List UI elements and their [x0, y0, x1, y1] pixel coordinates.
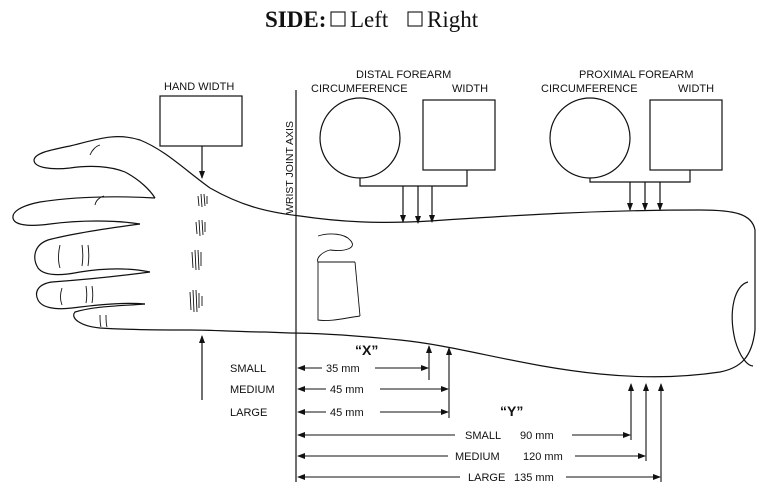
proximal-circumference-circle	[549, 97, 631, 179]
distal-circumference-label: CIRCUMFERENCE	[311, 83, 408, 95]
y-label: “Y”	[500, 403, 523, 419]
y-large-size: LARGE	[468, 472, 505, 484]
right-option-label: Right	[427, 7, 479, 32]
left-option-label: Left	[350, 7, 389, 32]
y-medium-size: MEDIUM	[455, 451, 500, 463]
right-checkbox[interactable]	[407, 11, 423, 27]
proximal-forearm-group: PROXIMAL FOREARM CIRCUMFERENCE WIDTH	[541, 69, 723, 211]
hand-width-box	[159, 95, 243, 147]
y-large-value: 135 mm	[514, 472, 554, 484]
x-medium-value: 45 mm	[330, 384, 364, 396]
proximal-width-box	[649, 99, 723, 171]
distal-width-label: WIDTH	[452, 83, 488, 95]
side-label: SIDE:	[265, 7, 326, 32]
left-checkbox[interactable]	[330, 11, 346, 27]
x-large-size: LARGE	[230, 407, 267, 419]
hand-width-label: HAND WIDTH	[164, 81, 234, 93]
distal-circumference-circle	[319, 97, 401, 179]
distal-width-box	[422, 99, 496, 171]
proximal-forearm-title: PROXIMAL FOREARM	[579, 69, 694, 81]
wrist-axis-label: WRIST JOINT AXIS	[284, 121, 296, 214]
proximal-circumference-label: CIRCUMFERENCE	[541, 83, 638, 95]
y-small-size: SMALL	[465, 430, 501, 442]
hand-width-indicator: HAND WIDTH	[159, 81, 243, 400]
x-small-size: SMALL	[230, 363, 266, 375]
distal-forearm-title: DISTAL FOREARM	[356, 69, 451, 81]
distal-forearm-group: DISTAL FOREARM CIRCUMFERENCE WIDTH	[311, 69, 496, 224]
y-small-value: 90 mm	[520, 430, 554, 442]
wrist-axis: WRIST JOINT AXIS	[284, 90, 297, 482]
x-measurements: “X” SMALL 35 mm MEDIUM 45 mm LARGE 45 mm	[230, 342, 452, 419]
y-measurements: “Y” SMALL 90 mm MEDIUM 120 mm LARGE 135 …	[297, 383, 664, 484]
proximal-width-label: WIDTH	[678, 83, 714, 95]
x-small-value: 35 mm	[326, 363, 360, 375]
knuckle-marks	[189, 193, 208, 313]
x-medium-size: MEDIUM	[230, 384, 275, 396]
y-medium-value: 120 mm	[523, 451, 563, 463]
x-label: “X”	[355, 342, 378, 358]
x-large-value: 45 mm	[330, 407, 364, 419]
side-selector: SIDE: Left Right	[265, 7, 479, 32]
arm-illustration	[12, 136, 756, 378]
